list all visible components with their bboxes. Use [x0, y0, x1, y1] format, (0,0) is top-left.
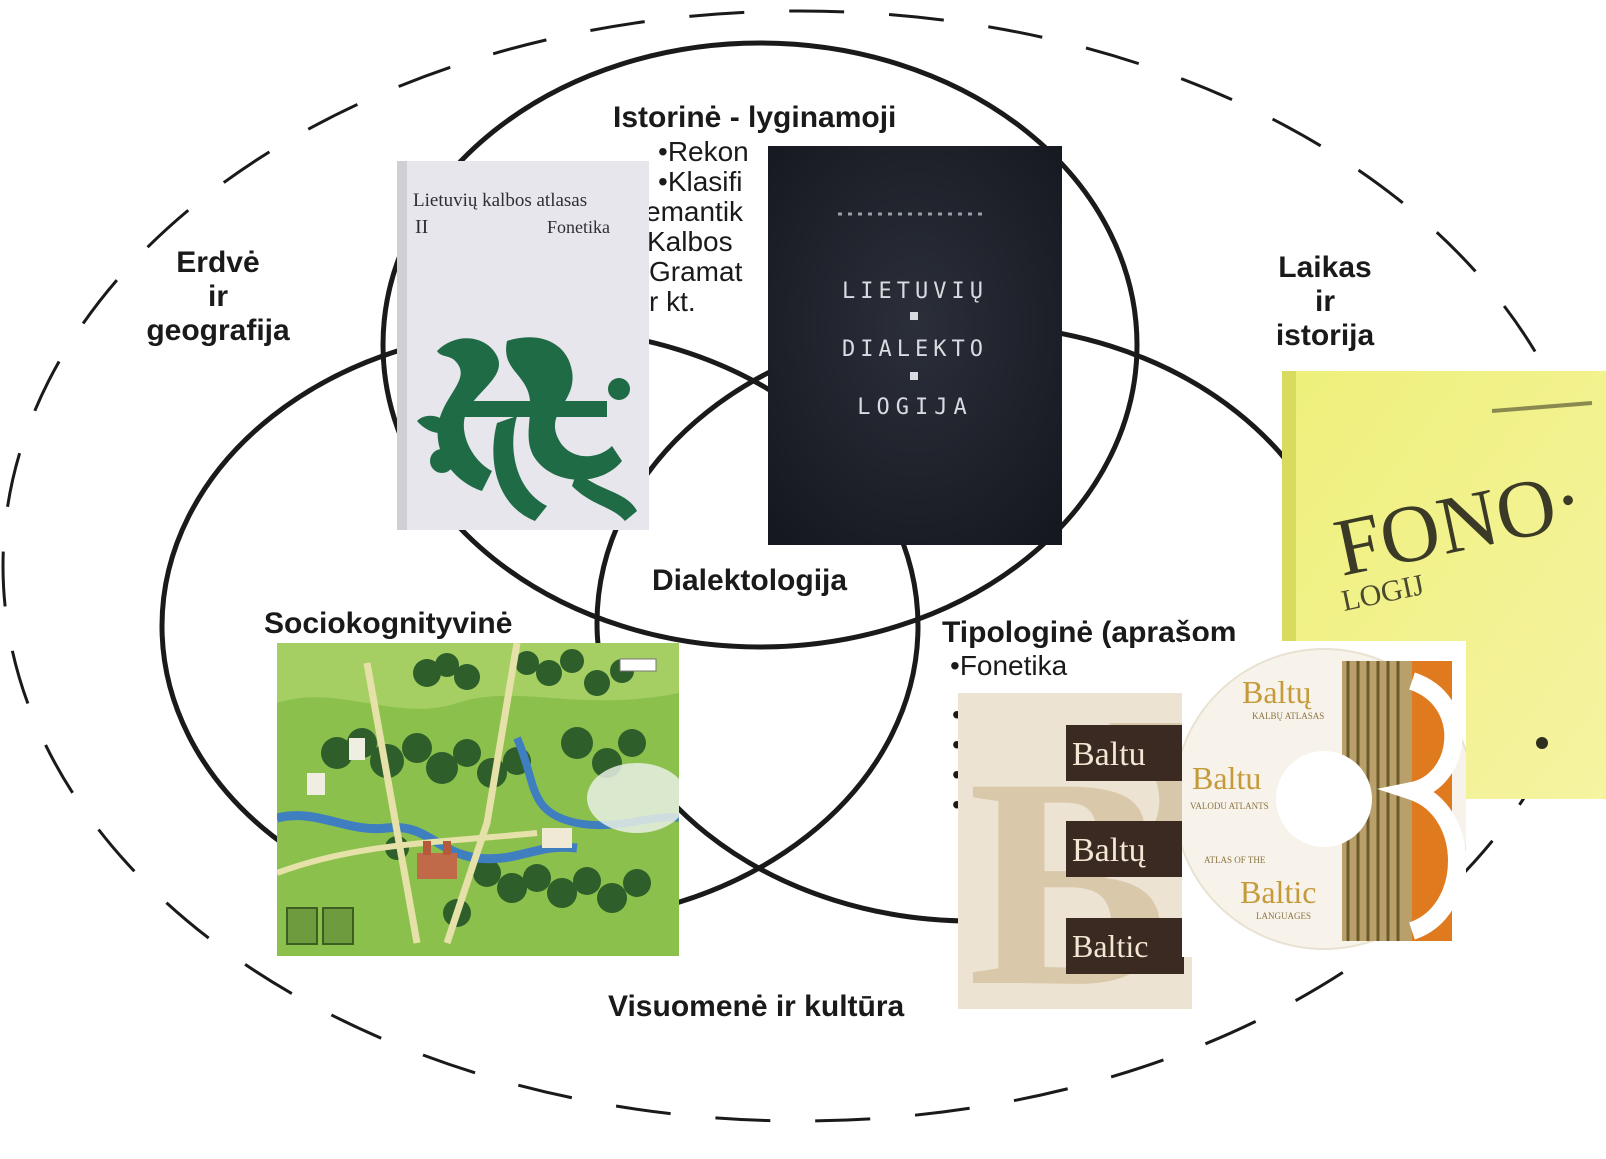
label-line: Laikas	[1278, 251, 1372, 284]
dialect-line-1: LIETUVIŲ	[842, 279, 988, 304]
book-cover-icon: Lietuvių kalbos atlasas II Fonetika	[397, 161, 649, 530]
top-circle	[380, 40, 1140, 650]
baltic-box-line-3: Baltic	[1072, 928, 1148, 964]
dialectology-book-cover: LIETUVIŲ DIALEKTO LOGIJA	[768, 146, 1062, 545]
left-circle-label: Erdvė ir geografija	[128, 246, 308, 348]
list-item: r kt.	[649, 286, 696, 317]
cd-line-2: KALBŲ ATLASAS	[1252, 711, 1324, 721]
list-item: Gramat	[649, 256, 743, 287]
cd-disc-icon: Baltų KALBŲ ATLASAS Baltu VALODU ATLANTS…	[1182, 648, 1466, 950]
baltic-atlas-box: B Baltu Baltų Baltic	[958, 693, 1192, 1009]
baltic-box-line-1: Baltu	[1072, 736, 1146, 773]
cd-line-6: Baltic	[1240, 874, 1316, 910]
dialect-line-2: DIALEKTO	[842, 337, 988, 362]
cd-line-7: LANGUAGES	[1256, 911, 1311, 921]
book-cover-icon: B Baltu Baltų Baltic	[958, 693, 1192, 1009]
list-item: Kalbos	[647, 226, 733, 257]
map-image	[277, 643, 679, 956]
cd-line-1: Baltų	[1242, 674, 1312, 710]
baltic-box-line-2: Baltų	[1072, 832, 1147, 869]
cd-line-4: VALODU ATLANTS	[1190, 801, 1269, 811]
ornament-letter-icon	[417, 337, 637, 521]
atlas-volume: II	[415, 216, 428, 238]
baltic-atlas-cd: Baltų KALBŲ ATLASAS Baltu VALODU ATLANTS…	[1182, 641, 1466, 957]
label-line: istorija	[1275, 319, 1375, 352]
landscape-map-icon	[277, 643, 679, 956]
right-circle-label: Laikas ir istorija	[1255, 251, 1395, 353]
list-item: Fonetika	[950, 651, 1067, 681]
center-label: Dialektologija	[652, 564, 848, 597]
top-circle-items-cut: emantik Kalbos Gramat r kt.	[645, 197, 743, 317]
cd-line-3: Baltu	[1192, 760, 1261, 796]
atlas-book-cover: Lietuvių kalbos atlasas II Fonetika	[397, 161, 649, 530]
atlas-title: Lietuvių kalbos atlasas	[413, 190, 587, 211]
top-circle-items: Rekon Klasifi	[658, 137, 749, 197]
label-line: ir	[1314, 285, 1335, 318]
outer-circle-label: Visuomenė ir kultūra	[608, 990, 905, 1023]
label-line: Erdvė	[176, 246, 260, 279]
label-line: ir	[207, 280, 228, 313]
top-circle-title: Istorinė - lyginamoji	[613, 101, 897, 134]
list-item: Klasifi	[658, 167, 749, 197]
cd-line-5: ATLAS OF THE	[1204, 855, 1266, 865]
bottom-left-label: Sociokognityvinė	[264, 607, 513, 640]
label-line: geografija	[146, 314, 290, 347]
atlas-subtitle: Fonetika	[547, 217, 610, 237]
book-cover-icon: LIETUVIŲ DIALEKTO LOGIJA	[768, 146, 1062, 545]
dialect-line-3: LOGIJA	[857, 395, 972, 420]
bottom-right-items: Fonetika	[950, 651, 1067, 681]
list-item: emantik	[645, 196, 744, 227]
bottom-right-bullets: ••••	[952, 699, 962, 820]
list-item: Rekon	[658, 137, 749, 167]
